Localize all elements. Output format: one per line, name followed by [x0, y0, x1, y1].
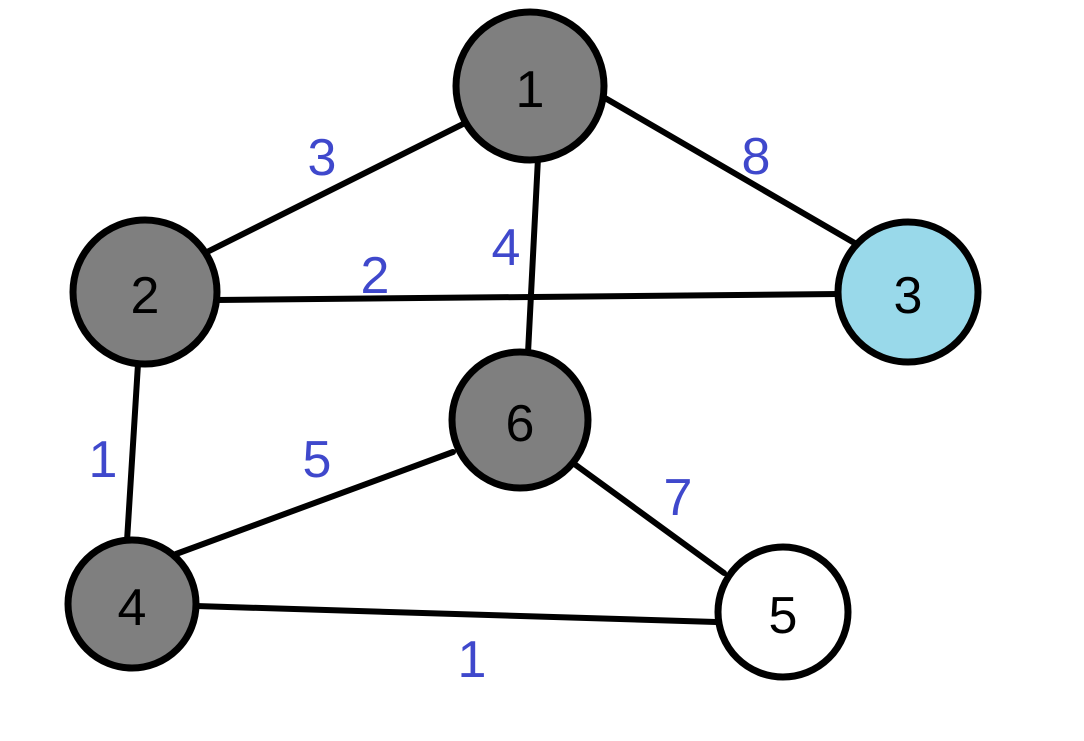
edge-1-6	[525, 155, 541, 356]
node-label-1: 1	[516, 61, 545, 119]
edge-weight-2-4: 1	[89, 431, 118, 489]
node-2	[69, 216, 221, 368]
node-1	[452, 8, 608, 164]
node-label-5: 5	[769, 587, 798, 645]
node-label-4: 4	[118, 579, 147, 637]
edge-weight-1-2: 3	[308, 129, 337, 187]
edge-weight-4-6: 5	[303, 431, 332, 489]
edge-4-6	[173, 449, 456, 557]
node-4	[64, 536, 200, 672]
edge-weight-2-3: 2	[361, 247, 390, 305]
edge-2-3	[213, 291, 842, 303]
node-label-3: 3	[894, 267, 923, 325]
edge-4-5	[193, 603, 719, 625]
edge-1-2	[200, 119, 470, 257]
node-3	[834, 218, 982, 366]
edge-weight-1-3: 8	[742, 128, 771, 186]
node-label-6: 6	[506, 395, 535, 453]
node-6	[448, 348, 592, 492]
edge-weight-4-5: 1	[458, 631, 487, 689]
edge-2-4	[124, 361, 141, 544]
node-5	[714, 543, 852, 681]
edge-1-3	[602, 95, 861, 248]
edge-6-5	[570, 460, 727, 576]
edge-weight-1-6: 4	[492, 219, 521, 277]
edge-weight-6-5: 7	[664, 469, 693, 527]
node-label-2: 2	[131, 267, 160, 325]
